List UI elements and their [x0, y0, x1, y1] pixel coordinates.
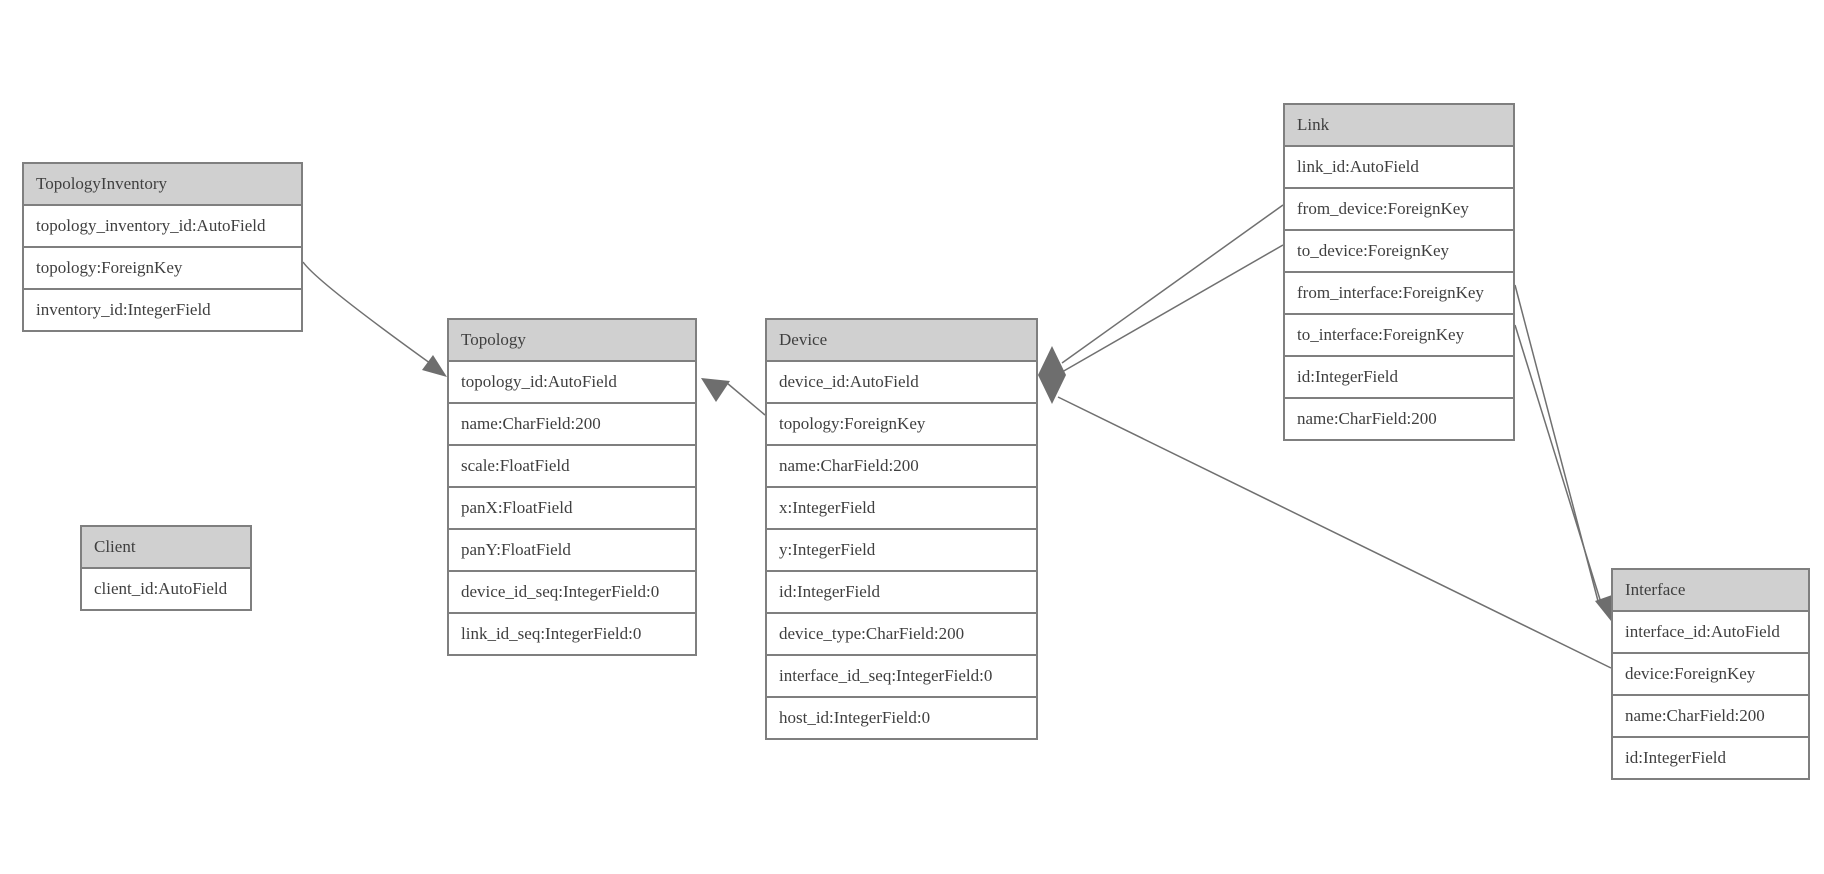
entity-field-row: topology_inventory_id:AutoField	[24, 206, 301, 248]
entity-field-row: y:IntegerField	[767, 530, 1036, 572]
entity-header: Interface	[1613, 570, 1808, 612]
entity-field-row: link_id_seq:IntegerField:0	[461, 624, 642, 643]
entity-field-row: name:CharField:200	[449, 404, 695, 446]
entity-header: Topology	[449, 320, 695, 362]
edge-link-fromdevice-device	[1061, 204, 1284, 364]
entity-field-row: device_type:CharField:200	[767, 614, 1036, 656]
entity-table-client: Client client_id:AutoField	[80, 525, 252, 611]
entity-field-row: topology_id:AutoField	[449, 362, 695, 404]
edge-link-frominterface-interface	[1514, 284, 1599, 602]
entity-field-row: id:IntegerField	[1625, 748, 1727, 767]
entity-field-row: device_id:AutoField	[767, 362, 1036, 404]
edge-topologyinventory-topology	[302, 261, 435, 367]
entity-field-row: device_id_seq:IntegerField:0	[449, 572, 695, 614]
edge-link-tointerface-interface	[1514, 324, 1603, 607]
entity-field-row: from_device:ForeignKey	[1285, 189, 1513, 231]
entity-table-topology: Topology topology_id:AutoField name:Char…	[447, 318, 697, 656]
entity-field-row: id:IntegerField	[767, 572, 1036, 614]
edge-link-todevice-device	[1061, 244, 1284, 373]
entity-field-row: to_device:ForeignKey	[1285, 231, 1513, 273]
entity-table-link: Link link_id:AutoField from_device:Forei…	[1283, 103, 1515, 441]
entity-field-row: panY:FloatField	[449, 530, 695, 572]
entity-table-topologyinventory: TopologyInventory topology_inventory_id:…	[22, 162, 303, 332]
entity-field-row: interface_id:AutoField	[1613, 612, 1808, 654]
arrowhead-cluster-device	[1038, 346, 1066, 404]
entity-field-row: link_id:AutoField	[1285, 147, 1513, 189]
entity-header: Device	[767, 320, 1036, 362]
entity-header: TopologyInventory	[24, 164, 301, 206]
entity-field-row: name:CharField:200	[1297, 409, 1437, 428]
arrowhead-device-topology	[701, 378, 730, 402]
entity-field-row: client_id:AutoField	[94, 579, 228, 598]
entity-field-row: inventory_id:IntegerField	[36, 300, 211, 319]
entity-field-row: scale:FloatField	[449, 446, 695, 488]
entity-field-row: panX:FloatField	[449, 488, 695, 530]
entity-field-row: id:IntegerField	[1285, 357, 1513, 399]
entity-header: Link	[1285, 105, 1513, 147]
entity-table-interface: Interface interface_id:AutoField device:…	[1611, 568, 1810, 780]
arrowhead-link-interface	[1595, 595, 1612, 621]
edge-device-topology	[726, 382, 766, 416]
arrowhead-topologyinventory-topology	[422, 355, 447, 377]
entity-field-row: name:CharField:200	[1613, 696, 1808, 738]
entity-field-row: to_interface:ForeignKey	[1285, 315, 1513, 357]
entity-table-device: Device device_id:AutoField topology:Fore…	[765, 318, 1038, 740]
entity-field-row: host_id:IntegerField:0	[779, 708, 931, 727]
entity-field-row: from_interface:ForeignKey	[1285, 273, 1513, 315]
entity-field-row: topology:ForeignKey	[24, 248, 301, 290]
entity-header: Client	[82, 527, 250, 569]
entity-field-row: topology:ForeignKey	[767, 404, 1036, 446]
entity-field-row: interface_id_seq:IntegerField:0	[767, 656, 1036, 698]
entity-field-row: device:ForeignKey	[1613, 654, 1808, 696]
entity-field-row: x:IntegerField	[767, 488, 1036, 530]
entity-field-row: name:CharField:200	[767, 446, 1036, 488]
